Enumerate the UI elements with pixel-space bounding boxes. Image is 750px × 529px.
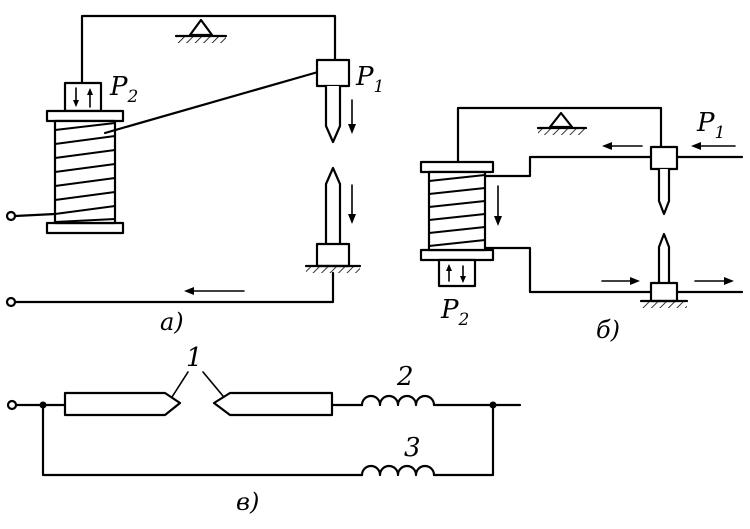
arrow-out-lower-b — [601, 277, 640, 285]
upper-electrode-b — [649, 145, 744, 216]
coil-b — [419, 160, 502, 262]
electrode-left-c — [63, 391, 182, 417]
label-p1-b: P1 — [696, 108, 725, 143]
bottom-wire-a — [13, 271, 335, 304]
label-p2-a: P2 — [109, 72, 138, 107]
coil-2-c — [360, 394, 436, 407]
diagram-a: P2 P1 а) — [5, 14, 384, 336]
arrow-in-b — [602, 142, 643, 150]
current-arrow-a — [184, 287, 245, 295]
label-p2-b: P2 — [440, 295, 469, 330]
pivot-b — [536, 111, 588, 135]
coil-lead-a — [13, 212, 57, 218]
pivot-a — [174, 18, 228, 43]
coil-3-c — [360, 464, 436, 477]
diagram-c: 1 2 3 в) — [6, 343, 522, 516]
arrow-out-right-b — [694, 277, 734, 285]
terminal-top-a — [5, 210, 17, 222]
terminal-bottom-a — [5, 296, 17, 308]
leader-1a-c — [171, 371, 189, 398]
piston-p2-a — [63, 81, 103, 113]
electrode-right-c — [212, 391, 334, 417]
frame-wire-b — [456, 106, 663, 164]
upper-electrode-a — [315, 58, 356, 144]
diagram-b: P1 P2 б) — [419, 106, 744, 344]
upper-wire-b — [483, 155, 653, 178]
arrow-right-in-b — [691, 142, 736, 150]
lower-electrode-b — [639, 232, 744, 308]
label-p1-a: P1 — [355, 62, 384, 97]
bypass-wire-left-c — [41, 403, 364, 477]
bypass-wire-right-c — [432, 403, 495, 477]
label-1-c: 1 — [186, 343, 203, 373]
lower-electrode-a — [304, 166, 362, 273]
coil-a — [45, 109, 125, 235]
caption-b: б) — [596, 316, 620, 344]
lower-wire-b — [483, 246, 653, 294]
caption-c: в) — [236, 488, 259, 516]
label-2-c: 2 — [396, 362, 414, 392]
caption-a: а) — [160, 308, 184, 336]
label-3-c: 3 — [404, 433, 421, 463]
frame-wire-a — [80, 14, 337, 85]
piston-p2-b — [437, 258, 477, 288]
leader-1b-c — [202, 371, 224, 397]
lever-a — [103, 70, 320, 135]
terminal-c — [6, 399, 18, 411]
